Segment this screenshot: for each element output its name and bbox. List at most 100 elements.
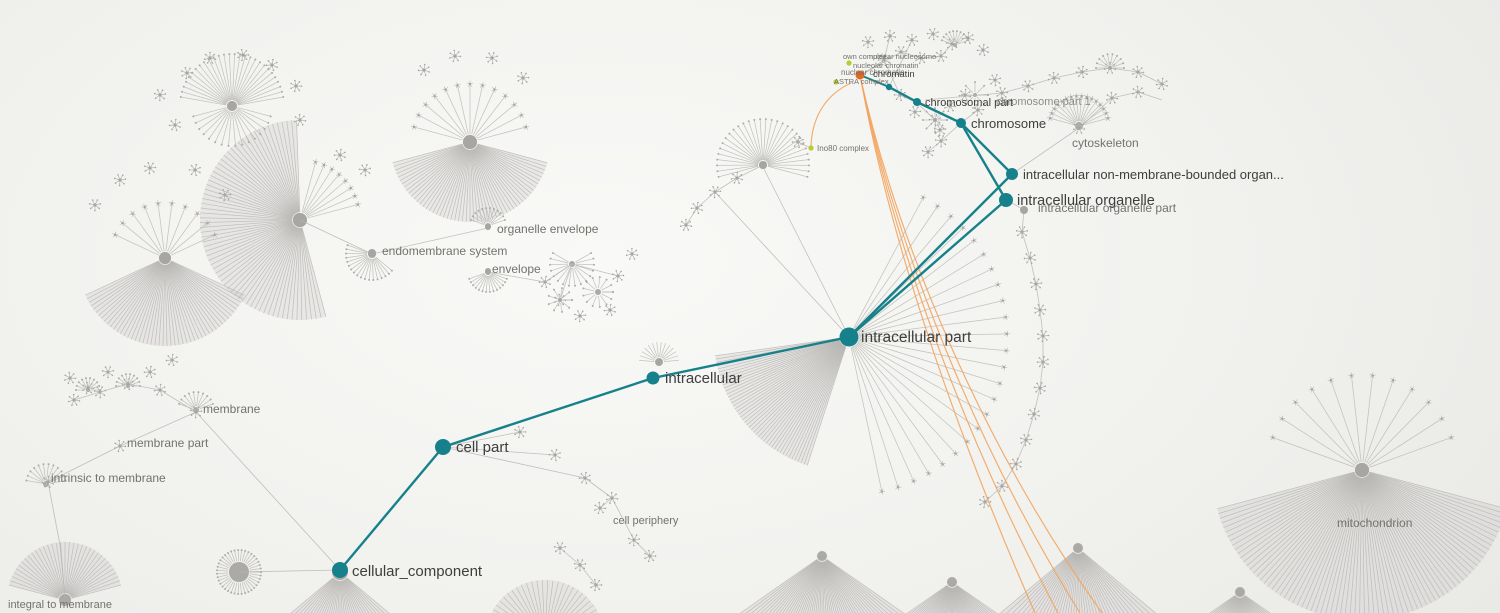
term-node-star[interactable]: [485, 52, 498, 65]
term-node-star[interactable]: [594, 501, 607, 515]
term-node-star[interactable]: [293, 113, 307, 126]
term-node-star[interactable]: [926, 27, 939, 41]
term-node-star[interactable]: [625, 247, 639, 260]
term-node-star[interactable]: [708, 186, 722, 199]
term-node-star[interactable]: [165, 353, 178, 367]
term-node-star[interactable]: [1027, 407, 1040, 421]
term-node-star[interactable]: [972, 103, 985, 117]
term-node-star[interactable]: [590, 578, 603, 592]
term-node-star[interactable]: [877, 53, 890, 67]
term-node-star[interactable]: [101, 366, 115, 379]
term-node-star[interactable]: [144, 161, 157, 175]
term-node-star[interactable]: [679, 218, 693, 231]
term-node-star[interactable]: [1021, 80, 1035, 93]
term-node-star[interactable]: [121, 377, 134, 391]
term-node-star[interactable]: [219, 188, 232, 202]
node-chromosome[interactable]: [956, 118, 966, 128]
node-cell-part[interactable]: [435, 439, 451, 455]
term-node[interactable]: [759, 161, 767, 169]
term-node-star[interactable]: [1155, 77, 1168, 91]
term-node-star[interactable]: [915, 51, 928, 65]
term-node-star[interactable]: [791, 135, 804, 149]
term-node-star[interactable]: [548, 448, 561, 462]
search-hit-marker[interactable]: [808, 145, 814, 151]
term-node-star[interactable]: [690, 201, 703, 215]
term-node-star[interactable]: [143, 365, 156, 379]
term-node-star[interactable]: [1047, 71, 1061, 84]
term-node-star[interactable]: [934, 135, 948, 148]
term-node-star[interactable]: [181, 66, 194, 80]
term-node-star[interactable]: [88, 199, 102, 212]
node-nuclear-chromatin[interactable]: [855, 70, 865, 80]
term-node-star[interactable]: [603, 303, 616, 317]
term-node-star[interactable]: [928, 113, 941, 127]
term-node-star[interactable]: [153, 383, 167, 396]
term-node-star[interactable]: [961, 31, 975, 44]
term-node-star[interactable]: [944, 99, 957, 113]
term-node-star[interactable]: [1023, 251, 1036, 265]
term-node-star[interactable]: [538, 275, 551, 289]
term-node-star[interactable]: [189, 406, 203, 419]
term-node-star[interactable]: [67, 393, 81, 406]
term-node-star[interactable]: [1029, 278, 1043, 291]
term-node-star[interactable]: [1075, 65, 1088, 79]
term-node-star[interactable]: [921, 146, 935, 159]
term-node-star[interactable]: [113, 174, 127, 187]
term-node-star[interactable]: [1036, 355, 1049, 369]
term-node-star[interactable]: [1009, 457, 1022, 471]
term-node-star[interactable]: [1072, 121, 1086, 134]
term-node[interactable]: [368, 249, 376, 257]
term-node-star[interactable]: [237, 48, 250, 62]
term-node-star[interactable]: [290, 79, 303, 93]
term-node-star[interactable]: [554, 293, 567, 307]
term-node-star[interactable]: [612, 269, 625, 283]
node-intracellular-organelle[interactable]: [999, 193, 1013, 207]
term-node-star[interactable]: [996, 86, 1009, 100]
term-node-star[interactable]: [449, 49, 462, 63]
term-node-star[interactable]: [573, 559, 587, 572]
node-cellular-component[interactable]: [332, 562, 348, 578]
term-node-star[interactable]: [988, 74, 1002, 87]
term-node[interactable]: [656, 359, 662, 365]
term-node-star[interactable]: [82, 381, 95, 395]
term-node-star[interactable]: [958, 88, 972, 101]
node-chromatin-junction[interactable]: [885, 83, 893, 91]
term-node-star[interactable]: [358, 164, 372, 177]
term-node-star[interactable]: [934, 49, 948, 62]
term-node-star[interactable]: [908, 106, 922, 119]
node-chromosomal-part[interactable]: [913, 98, 921, 106]
term-node-star[interactable]: [188, 163, 201, 177]
term-node-star[interactable]: [627, 534, 641, 547]
term-node-star[interactable]: [1037, 329, 1050, 343]
term-node-star[interactable]: [1034, 303, 1047, 317]
term-node-star[interactable]: [976, 43, 989, 57]
term-node-star[interactable]: [945, 38, 959, 51]
term-node-star[interactable]: [1015, 226, 1029, 239]
term-node-star[interactable]: [605, 491, 619, 504]
term-node-star[interactable]: [578, 471, 591, 485]
term-node-star[interactable]: [517, 71, 530, 85]
term-node-star[interactable]: [1033, 382, 1047, 395]
term-node-star[interactable]: [730, 171, 744, 184]
term-node-star[interactable]: [333, 148, 346, 162]
term-node-star[interactable]: [861, 36, 875, 49]
term-node-star[interactable]: [883, 29, 897, 42]
term-node-star[interactable]: [644, 549, 657, 563]
term-node[interactable]: [485, 268, 491, 274]
term-node[interactable]: [1020, 206, 1028, 214]
term-node-star[interactable]: [41, 475, 54, 488]
term-node-star[interactable]: [979, 495, 992, 509]
term-node-star[interactable]: [265, 58, 278, 72]
term-node-star[interactable]: [1020, 434, 1033, 447]
term-node-star[interactable]: [1132, 65, 1145, 79]
term-node-star[interactable]: [64, 371, 77, 385]
term-node-star[interactable]: [168, 118, 181, 132]
term-node-star[interactable]: [1131, 85, 1145, 98]
node-intracellular[interactable]: [646, 371, 660, 385]
term-node-star[interactable]: [93, 386, 107, 399]
term-node-star[interactable]: [894, 46, 908, 59]
term-node-star[interactable]: [573, 310, 587, 323]
term-node-star[interactable]: [553, 542, 567, 555]
term-node-star[interactable]: [933, 124, 947, 137]
